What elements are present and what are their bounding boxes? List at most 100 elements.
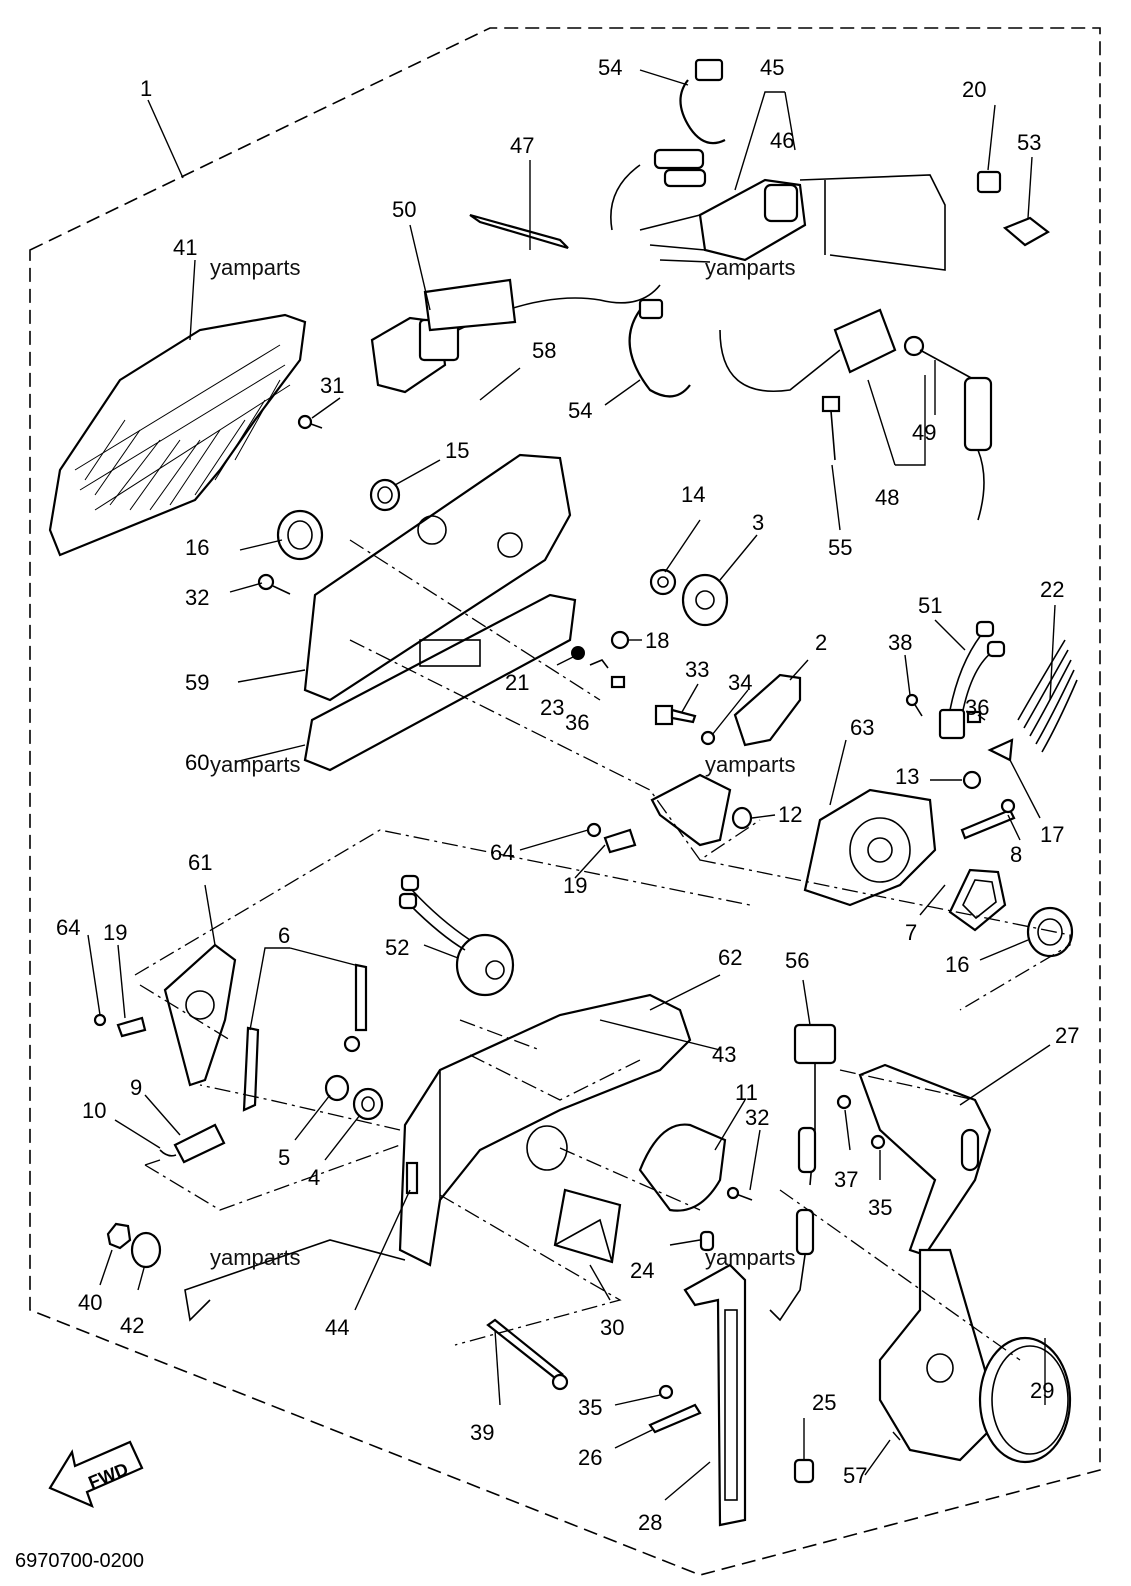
assembly-lines <box>134 539 1071 1361</box>
callout: 36 <box>565 710 589 735</box>
callout: 38 <box>888 630 912 655</box>
callout: 32 <box>745 1105 769 1130</box>
part-32-screw-left <box>257 573 291 595</box>
callout: 12 <box>778 802 802 827</box>
callout: 2 <box>815 630 827 655</box>
part-59-gasket-panel <box>303 453 572 702</box>
part-35-screw-upper <box>870 1134 886 1150</box>
callout: 35 <box>578 1395 602 1420</box>
callout: 47 <box>510 133 534 158</box>
watermark: yamparts <box>705 1245 795 1270</box>
callout: 19 <box>103 920 127 945</box>
callout: 17 <box>1040 822 1064 847</box>
watermark: yamparts <box>210 255 300 280</box>
callout-labels: 1 2 3 4 5 6 7 8 9 10 11 12 13 14 15 16 1… <box>56 55 1079 1535</box>
part-49-lanyard <box>903 335 993 521</box>
callout: 63 <box>850 715 874 740</box>
callout: 14 <box>681 482 705 507</box>
callout: 1 <box>140 76 152 101</box>
part-5-washer <box>324 1074 350 1102</box>
part-40-nut <box>106 1222 132 1250</box>
callout: 54 <box>598 55 622 80</box>
part-39-bolt <box>486 1318 569 1391</box>
part-19-link-upper <box>603 828 637 854</box>
callout: 25 <box>812 1390 836 1415</box>
callout: 35 <box>868 1195 892 1220</box>
callout: 52 <box>385 935 409 960</box>
callout: 64 <box>56 915 80 940</box>
callout: 59 <box>185 670 209 695</box>
callout: 37 <box>834 1167 858 1192</box>
part-54-cable-clamp-lower <box>628 298 691 398</box>
part-50-grommet <box>370 284 661 394</box>
part-11-cover <box>638 1123 727 1212</box>
callout: 54 <box>568 398 592 423</box>
part-7-cam <box>948 868 1007 932</box>
callout: 5 <box>278 1145 290 1170</box>
part-35-screw-lower <box>658 1384 674 1400</box>
callout: 7 <box>905 920 917 945</box>
part-16-bushing-right <box>1026 906 1074 958</box>
callout: 34 <box>728 670 752 695</box>
part-2-lever-plate <box>733 673 802 747</box>
part-61-shift-plate <box>163 943 237 1087</box>
callout: 57 <box>843 1463 867 1488</box>
part-14-washer <box>649 568 677 596</box>
watermark: yamparts <box>210 1245 300 1270</box>
callout: 48 <box>875 485 899 510</box>
part-36-screw-center <box>610 675 626 689</box>
callout: 23 <box>540 695 564 720</box>
callout: 10 <box>82 1098 106 1123</box>
part-31-screw <box>297 414 323 430</box>
callout: 24 <box>630 1258 654 1283</box>
callout: 42 <box>120 1313 144 1338</box>
part-12-collar <box>731 806 753 830</box>
drawing-code: 6970700-0200 <box>15 1550 144 1572</box>
callout: 32 <box>185 585 209 610</box>
part-18-nut <box>610 630 630 650</box>
callout: 13 <box>895 764 919 789</box>
part-33-bolt <box>654 704 697 726</box>
callout: 62 <box>718 945 742 970</box>
callout: 56 <box>785 948 809 973</box>
callout: 55 <box>828 535 852 560</box>
callout: 31 <box>320 373 344 398</box>
watermark: yamparts <box>705 752 795 777</box>
part-9-pin <box>173 1123 226 1164</box>
callout: 64 <box>490 840 514 865</box>
callout: 4 <box>308 1165 320 1190</box>
link-arm-assembly <box>650 773 732 847</box>
part-51-harness <box>949 620 1006 716</box>
callout: 45 <box>760 55 784 80</box>
part-20-clip <box>976 170 1002 194</box>
part-56-switch <box>793 1023 837 1186</box>
part-58-gasket <box>423 278 517 332</box>
part-19-link-left <box>116 1016 147 1038</box>
callout: 11 <box>735 1080 758 1105</box>
part-17-friction-piece <box>987 738 1014 762</box>
part-29-cap <box>978 1336 1072 1464</box>
callout: 49 <box>912 420 936 445</box>
part-16-bushing-left <box>276 509 324 561</box>
callout: 36 <box>965 695 989 720</box>
part-47-bolt <box>469 213 569 250</box>
leader-lines <box>87 69 1056 1501</box>
callout: 26 <box>578 1445 602 1470</box>
callout: 27 <box>1055 1023 1079 1048</box>
callout: 41 <box>173 235 197 260</box>
callout: 21 <box>505 670 529 695</box>
callout: 18 <box>645 628 669 653</box>
part-34-washer <box>700 730 716 746</box>
callout: 9 <box>130 1075 142 1100</box>
callout: 33 <box>685 657 709 682</box>
callout: 39 <box>470 1420 494 1445</box>
part-60-base-plate <box>303 593 577 772</box>
callout: 60 <box>185 750 209 775</box>
callout: 22 <box>1040 577 1064 602</box>
callout: 8 <box>1010 842 1022 867</box>
part-3-detent-plate <box>681 573 729 627</box>
part-37-screw <box>836 1094 852 1110</box>
callout: 53 <box>1017 130 1041 155</box>
callout: 29 <box>1030 1378 1054 1403</box>
part-48-emergency-switch <box>719 308 897 392</box>
